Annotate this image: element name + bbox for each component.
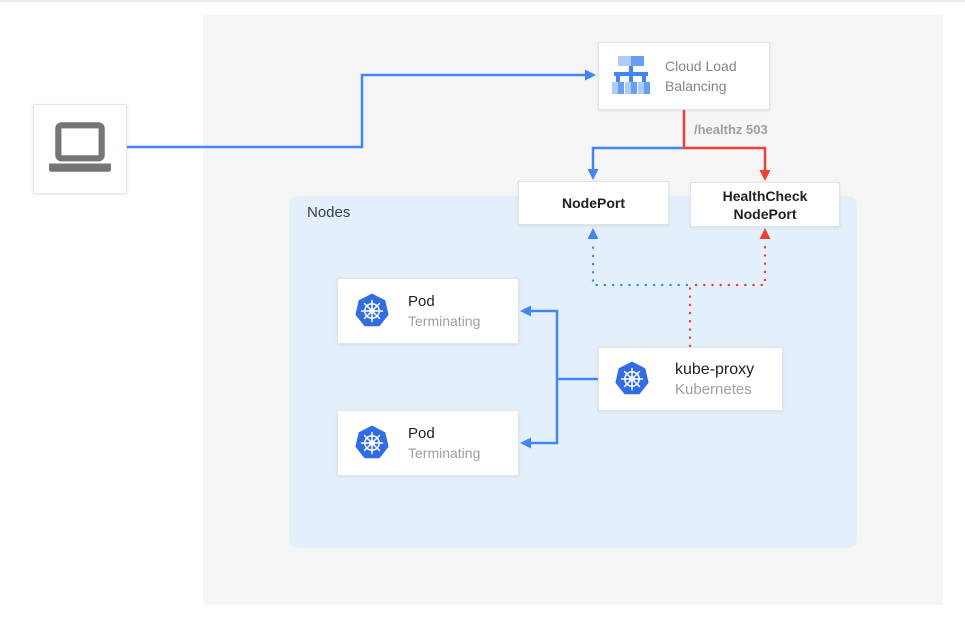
kube-proxy-node: kube-proxy Kubernetes	[598, 347, 783, 411]
pod-2-title: Pod	[408, 424, 435, 442]
cloud-load-balancing-label: Cloud Load Balancing	[665, 58, 737, 94]
page-top-divider	[0, 0, 965, 2]
pod-1-status: Terminating	[408, 312, 481, 329]
nodeport-node: NodePort	[518, 181, 669, 225]
healthcheck-nodeport-label: HealthCheck NodePort	[722, 187, 808, 222]
pod-1-node: Pod Terminating	[337, 278, 519, 344]
nodes-group-label: Nodes	[307, 204, 351, 221]
pod-2-node: Pod Terminating	[337, 410, 519, 476]
healthz-status-label: /healthz 503	[694, 122, 768, 137]
kubernetes-icon	[615, 361, 649, 395]
kube-proxy-title: kube-proxy	[675, 360, 755, 378]
healthcheck-nodeport-node: HealthCheck NodePort	[690, 182, 840, 227]
kube-proxy-subtitle: Kubernetes	[675, 380, 752, 398]
cloud-load-balancing-node: Cloud Load Balancing	[598, 42, 770, 110]
kubernetes-icon	[355, 293, 389, 327]
kubernetes-icon	[355, 425, 389, 459]
laptop-icon	[49, 122, 111, 172]
client-node	[33, 104, 127, 194]
pod-2-status: Terminating	[408, 444, 481, 461]
load-balancer-icon	[612, 56, 650, 94]
nodeport-label: NodePort	[562, 195, 625, 211]
pod-1-title: Pod	[408, 292, 435, 310]
